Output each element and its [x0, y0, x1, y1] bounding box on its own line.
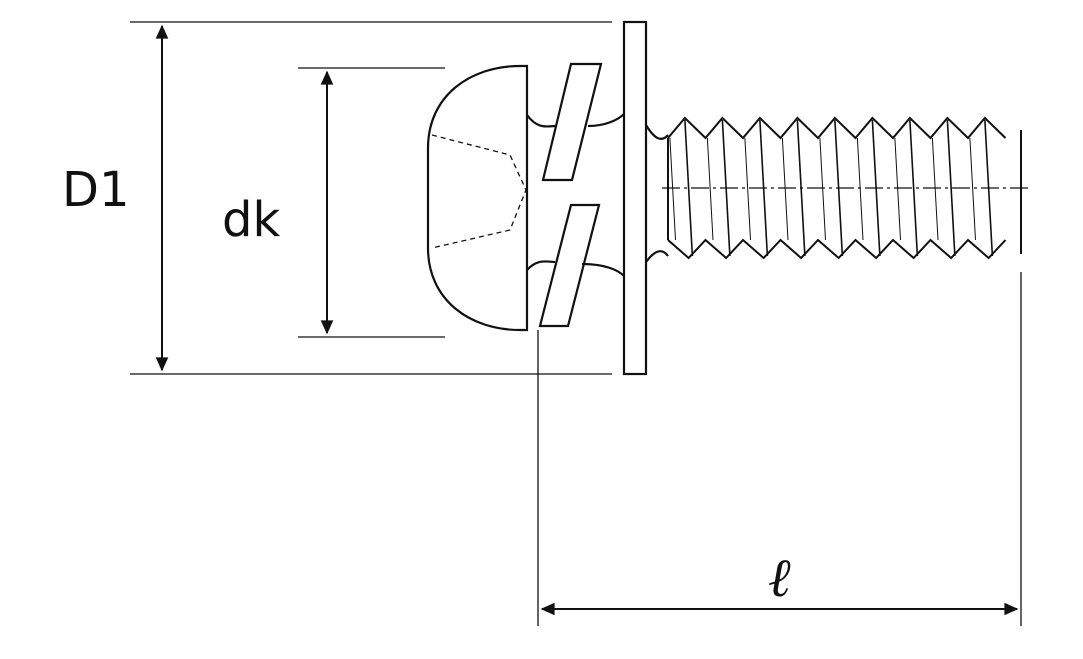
screw-head	[426, 64, 529, 332]
thread-root-line	[669, 137, 676, 241]
d1-extension-lines	[130, 21, 612, 375]
thread-root-line	[744, 137, 751, 241]
screw-neck	[645, 124, 669, 263]
thread-crest-line	[946, 119, 956, 257]
thread-root-line	[969, 137, 976, 241]
length-extension-lines	[537, 272, 1022, 626]
thread-root-line	[781, 137, 789, 241]
thread-root-line	[819, 137, 826, 241]
thread-crest-line	[909, 119, 919, 257]
thread-bottom-profile	[667, 238, 1007, 260]
lock-washer	[526, 62, 625, 328]
length-label: ℓ	[768, 546, 791, 609]
thread-root-line	[706, 137, 714, 241]
dk-label: dk	[222, 192, 280, 248]
recess-hidden-lines	[431, 134, 527, 249]
dk-extension-lines	[298, 67, 445, 338]
d1-label: D1	[62, 162, 130, 218]
flat-washer	[622, 20, 648, 376]
thread-root-line	[894, 137, 901, 241]
thread-crest-line	[684, 119, 694, 257]
thread-root-line	[931, 137, 939, 241]
thread-root-line	[856, 137, 864, 241]
thread-top-profile	[667, 116, 1007, 140]
